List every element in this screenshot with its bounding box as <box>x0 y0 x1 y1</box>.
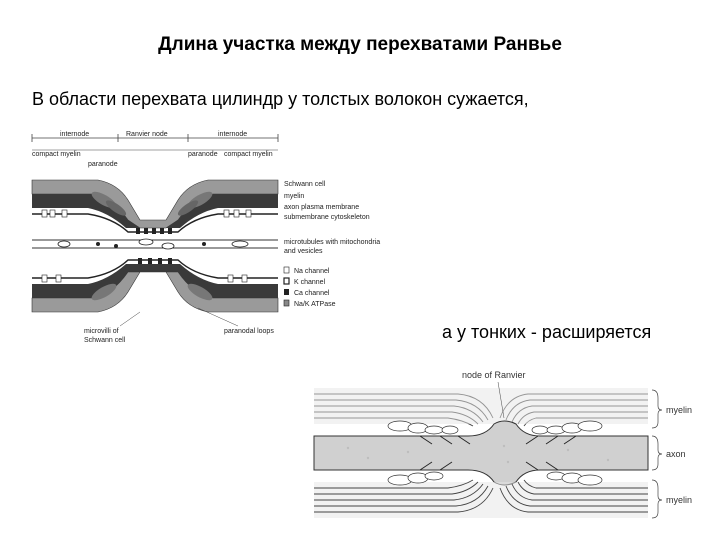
legend-ca-channel: Ca channel <box>294 290 330 297</box>
k-channel-icon <box>284 278 289 284</box>
label-microtubules: microtubules with mitochondria <box>284 239 380 246</box>
label-vesicles: and vesicles <box>284 248 323 255</box>
label-myelin-top: myelin <box>666 405 692 415</box>
label-internode-right: internode <box>218 131 247 138</box>
label-myelin-bottom: myelin <box>666 495 692 505</box>
legend-na-channel: Na channel <box>294 268 330 275</box>
ca-channel-icon <box>284 289 289 295</box>
atpase-icon <box>284 300 289 306</box>
thick-fiber-node-diagram: internode Ranvier node internode compact… <box>28 128 408 360</box>
label-axon-membrane: axon plasma membrane <box>284 204 359 211</box>
slide-title: Длина участка между перехватами Ранвье <box>0 34 720 56</box>
legend-atpase: Na/K ATPase <box>294 301 336 308</box>
label-axon: axon <box>666 449 686 459</box>
label-paranode-left: paranode <box>88 161 118 168</box>
label-submembrane-cytoskeleton: submembrane cytoskeleton <box>284 214 370 221</box>
label-internode-left: internode <box>60 131 89 138</box>
na-channel-icon <box>284 267 289 273</box>
label-paranodal-loops: paranodal loops <box>224 328 274 335</box>
label-paranode-right: paranode <box>188 151 218 158</box>
thin-fiber-node-diagram: node of Ranvier myelin axon myelin <box>308 366 714 540</box>
legend-k-channel: K channel <box>294 279 326 286</box>
label-microvilli-schwann: Schwann cell <box>84 337 126 344</box>
label-compact-myelin-right: compact myelin <box>224 151 273 158</box>
label-node-of-ranvier: node of Ranvier <box>462 370 526 380</box>
label-schwann-cell: Schwann cell <box>284 181 326 188</box>
label-ranvier-node: Ranvier node <box>126 131 168 138</box>
label-microvilli: microvilli of <box>84 328 119 335</box>
caption-thick-fibers: В области перехвата цилиндр у толстых во… <box>32 89 529 110</box>
label-compact-myelin-left: compact myelin <box>32 151 81 158</box>
label-myelin: myelin <box>284 193 304 200</box>
channel-legend: Na channel K channel Ca channel Na/K ATP… <box>284 267 336 308</box>
caption-thin-fibers: а у тонких - расширяется <box>442 322 651 343</box>
